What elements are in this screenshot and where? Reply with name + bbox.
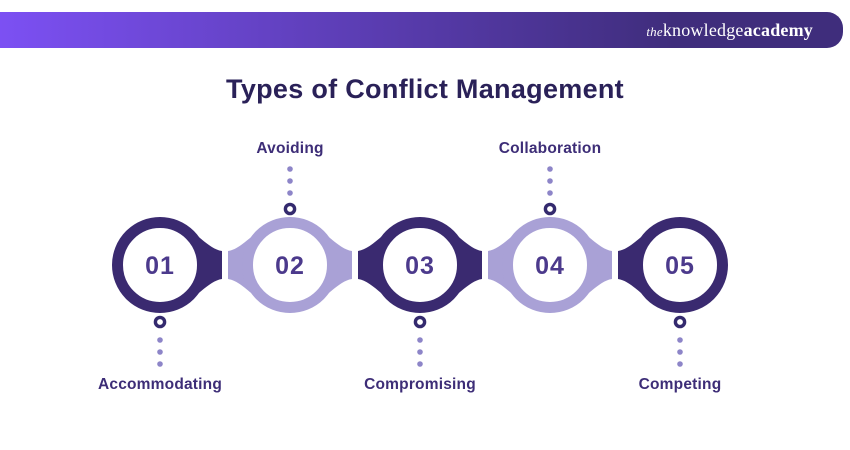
logo-knowledge: knowledge: [662, 19, 744, 40]
connector-dot: [677, 361, 683, 367]
connector-ring-icon: [543, 202, 557, 216]
connector-dot: [157, 349, 163, 355]
chain-item-accommodating: 01 Accommodating: [98, 217, 222, 393]
connector-dot: [157, 337, 163, 343]
connector-dot: [417, 361, 423, 367]
step-ring: [632, 217, 728, 313]
step-number: 01: [145, 252, 175, 280]
step-number: 02: [275, 252, 305, 280]
connector-dot: [547, 190, 553, 196]
connector-dot: [417, 337, 423, 343]
connector-ring-icon: [153, 315, 167, 329]
connector-dot: [547, 178, 553, 184]
step-ring: [242, 217, 338, 313]
step-number: 03: [405, 252, 435, 280]
connector-dot: [417, 349, 423, 355]
connector-dot: [547, 166, 553, 172]
chain-item-avoiding: 02 Avoiding: [228, 140, 352, 313]
step-ring: [372, 217, 468, 313]
logo-academy: academy: [743, 19, 813, 40]
connector-dot: [677, 337, 683, 343]
connector-ring-icon: [413, 315, 427, 329]
chain-item-collaboration: 04 Collaboration: [488, 140, 612, 313]
chain-item-compromising: 03 Compromising: [358, 217, 482, 393]
connector-dot: [287, 166, 293, 172]
step-ring: [112, 217, 208, 313]
step-number: 04: [535, 252, 565, 280]
logo-the: the: [646, 23, 663, 39]
chain-item-competing: 05 Competing: [618, 217, 728, 393]
step-label: Competing: [639, 376, 722, 393]
step-label: Compromising: [364, 376, 476, 393]
step-label: Accommodating: [98, 376, 222, 393]
step-number: 05: [665, 252, 695, 280]
brand-logo: theknowledgeacademy: [646, 20, 813, 41]
connector-ring-icon: [283, 202, 297, 216]
page-title: Types of Conflict Management: [226, 74, 624, 104]
connector-dot: [287, 190, 293, 196]
connector-ring-icon: [673, 315, 687, 329]
step-ring: [502, 217, 598, 313]
brand-banner: theknowledgeacademy: [0, 12, 843, 48]
connector-dot: [157, 361, 163, 367]
connector-dot: [287, 178, 293, 184]
step-label: Collaboration: [499, 140, 602, 157]
connector-dot: [677, 349, 683, 355]
step-label: Avoiding: [256, 140, 323, 157]
